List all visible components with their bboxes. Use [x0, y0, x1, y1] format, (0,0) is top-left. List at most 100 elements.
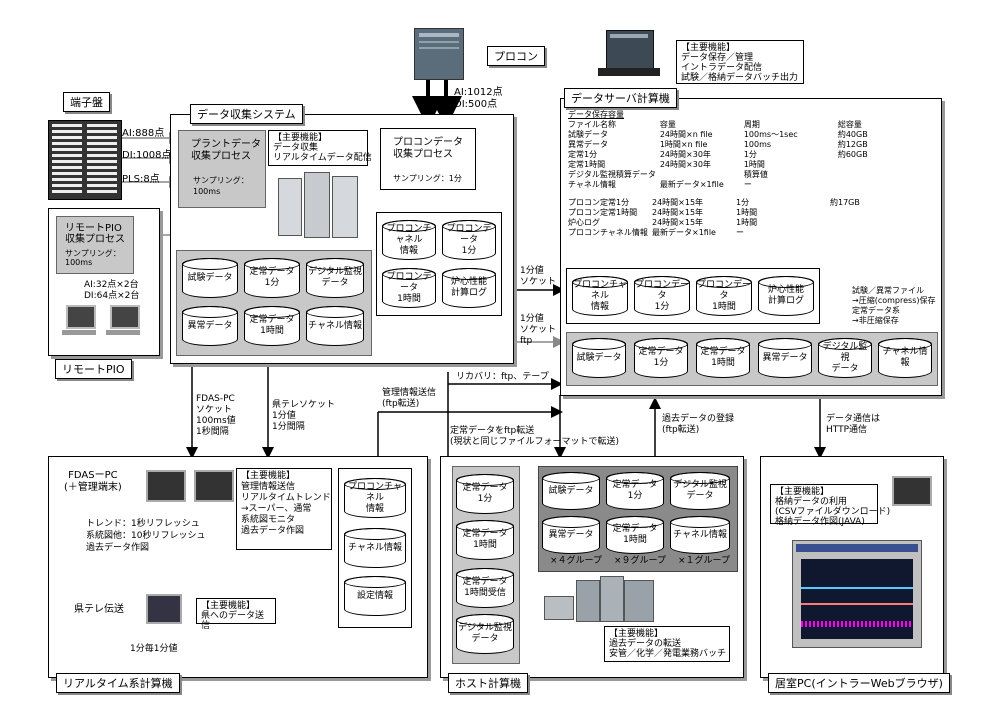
- db-host-channel: チャネル情報: [670, 516, 730, 554]
- capacity-header-row: ファイル名称 容量 周期 総容量: [568, 120, 902, 130]
- terminal-rack-icon: [48, 120, 122, 200]
- db-server-channel: チャネル情報: [878, 338, 932, 378]
- fdas-desc: トレンド：1秒リフレッシュ 系統図他：10秒リフレッシュ 過去データ作図: [86, 519, 206, 553]
- remote-pio-di: DI:64点×2台: [84, 291, 140, 301]
- capacity-cell: 1時間: [736, 208, 758, 217]
- host-functions: 過去データの転送 安管／化学／発電業務バッチ: [609, 639, 727, 659]
- capacity-title: データ保存容量: [568, 110, 624, 119]
- host-group-9: ×９グループ: [614, 556, 667, 566]
- capacity-cell: 24時間×n file: [659, 130, 713, 139]
- procon-di-count: DI:500点: [454, 99, 498, 110]
- capacity-cell: 24時間×15年: [652, 198, 704, 207]
- capacity-cell: 1分: [743, 150, 757, 159]
- db-acq-test: 試験データ: [182, 258, 238, 298]
- office-functions-box: 【主要機能】 格納データの利用 (CSVファイルダウンロード) 格納データ作図(…: [770, 484, 890, 527]
- capacity-cell: 炉心ログ: [568, 218, 600, 227]
- plant-sampling: サンプリング： 100ms: [193, 176, 249, 196]
- capacity-cell: 1時間: [736, 218, 758, 227]
- host-group-1: ×１グループ: [678, 556, 731, 566]
- db-acq-steady-1min: 定常データ 1分: [244, 258, 300, 298]
- db-host-steady-1hour-b: 定常データ 1時間: [606, 516, 664, 554]
- db-server-abnormal: 異常データ: [758, 338, 812, 378]
- procon-title: プロコン: [487, 46, 545, 66]
- pref-title: 県テレ伝送: [74, 604, 124, 615]
- capacity-cell: 24時間×30年: [659, 150, 711, 159]
- db-server-procon-1min: プロコンデータ 1分: [634, 276, 690, 316]
- procon-process-box: プロコンデータ 収集プロセス サンプリング：1分: [380, 128, 476, 190]
- server-title: データサーバ計算機: [564, 88, 677, 108]
- capacity-cell: 1分: [736, 198, 750, 207]
- capacity-cell: [830, 228, 894, 238]
- remote-pio-title: リモートPIO: [55, 359, 132, 379]
- db-acq-channel: チャネル情報: [306, 306, 364, 346]
- capacity-cell: [838, 170, 902, 180]
- db-acq-procon-1min: プロコンデータ 1分: [442, 220, 496, 260]
- capacity-header-cell: 周期: [743, 120, 760, 129]
- db-acq-steady-1hour: 定常データ 1時間: [244, 306, 300, 346]
- procon-rack-icon: [414, 28, 464, 80]
- link-socket-ftp: 1分値 ソケット ftp: [520, 314, 557, 346]
- link-fdas: FDAS-PC ソケット 100ms値 1秒間隔: [196, 394, 236, 437]
- pc-icon: [110, 305, 140, 329]
- host-title: ホスト計算機: [448, 673, 528, 693]
- pref-value: 1分毎1分値: [130, 644, 178, 654]
- capacity-header-cell: 総容量: [837, 120, 862, 129]
- db-acq-digital: デジタル監視 データ: [306, 258, 364, 298]
- laptop-icon: [194, 470, 234, 502]
- terminal-title: 端子盤: [63, 92, 110, 112]
- db-server-procon-channel: プロコンチャネル 情報: [572, 276, 628, 316]
- pref-functions-box: 【主要機能】 県へのデータ送信: [196, 598, 276, 631]
- capacity-cell: ー: [736, 228, 744, 237]
- capacity-cell: ー: [743, 180, 752, 189]
- db-server-procon-1hour: プロコンデータ 1時間: [696, 276, 752, 316]
- db-realtime-procon-channel: プロコンチャネル 情報: [344, 478, 406, 518]
- terminal-pls: PLS:8点: [122, 174, 160, 185]
- link-mgmt: 管理情報送信 (ftp転送): [382, 388, 437, 409]
- trend-screenshot: [792, 540, 922, 648]
- acq-functions-title: 【主要機能】: [273, 133, 328, 143]
- capacity-cell: 約17GB: [830, 198, 860, 207]
- capacity-cell: 24時間×15年: [652, 208, 704, 217]
- capacity-header-cell: ファイル名称: [568, 120, 616, 129]
- plant-process-title: プラントデータ 収集プロセス: [191, 139, 261, 162]
- db-host-steady-1hour-recv: 定常データ 1時間受信: [456, 568, 514, 608]
- host-functions-title: 【主要機能】: [609, 629, 664, 639]
- db-host-abnormal: 異常データ: [542, 516, 600, 554]
- db-realtime-channel: チャネル情報: [344, 528, 406, 568]
- capacity-cell: チャネル情報: [568, 180, 616, 189]
- capacity-header-cell: 容量: [659, 120, 676, 129]
- capacity-cell: 100ms～1sec: [743, 130, 798, 139]
- capacity-cell: 定常1時間: [568, 160, 606, 169]
- capacity-cell: 定常1分: [568, 150, 598, 159]
- terminal-ai: AI:888点: [122, 128, 165, 139]
- remote-pio-ai: AI:32点×2台: [84, 280, 139, 290]
- db-acq-core-log: 炉心性能 計算ログ: [442, 268, 496, 308]
- keyboard-icon: [62, 330, 96, 335]
- remote-pio-sampling: サンプリング： 100ms: [65, 249, 121, 267]
- capacity-cell: デジタル監視積算データ: [568, 170, 656, 179]
- host-group-4: ×４グループ: [550, 556, 603, 566]
- data-server-icon: [598, 30, 660, 76]
- capacity-cell: 24時間×15年: [652, 218, 704, 227]
- host-functions-box: 【主要機能】 過去データの転送 安管／化学／発電業務バッチ: [604, 626, 730, 662]
- fdas-title: FDASーPC (＋管理端末): [64, 470, 122, 493]
- capacity-cell: プロコンチャネル情報: [568, 228, 648, 237]
- db-server-steady-1min: 定常データ 1分: [634, 338, 688, 378]
- pc-icon: [66, 305, 96, 329]
- keyboard-icon: [106, 330, 140, 335]
- capacity-cell: 24時間×30年: [659, 160, 711, 169]
- server-compression-note: 試験／異常ファイル →圧縮(compress)保存 定常データ系 →非圧縮保存: [852, 286, 936, 325]
- pref-functions-title: 【主要機能】: [201, 601, 256, 611]
- capacity-cell: 異常データ: [568, 140, 608, 149]
- host-machine-icon: [544, 576, 654, 622]
- capacity-cell: 1時間×n file: [659, 140, 708, 149]
- plant-process-box: プラントデータ 収集プロセス サンプリング： 100ms: [178, 130, 266, 208]
- link-recovery: リカバリ：ftp、テープ: [456, 372, 549, 382]
